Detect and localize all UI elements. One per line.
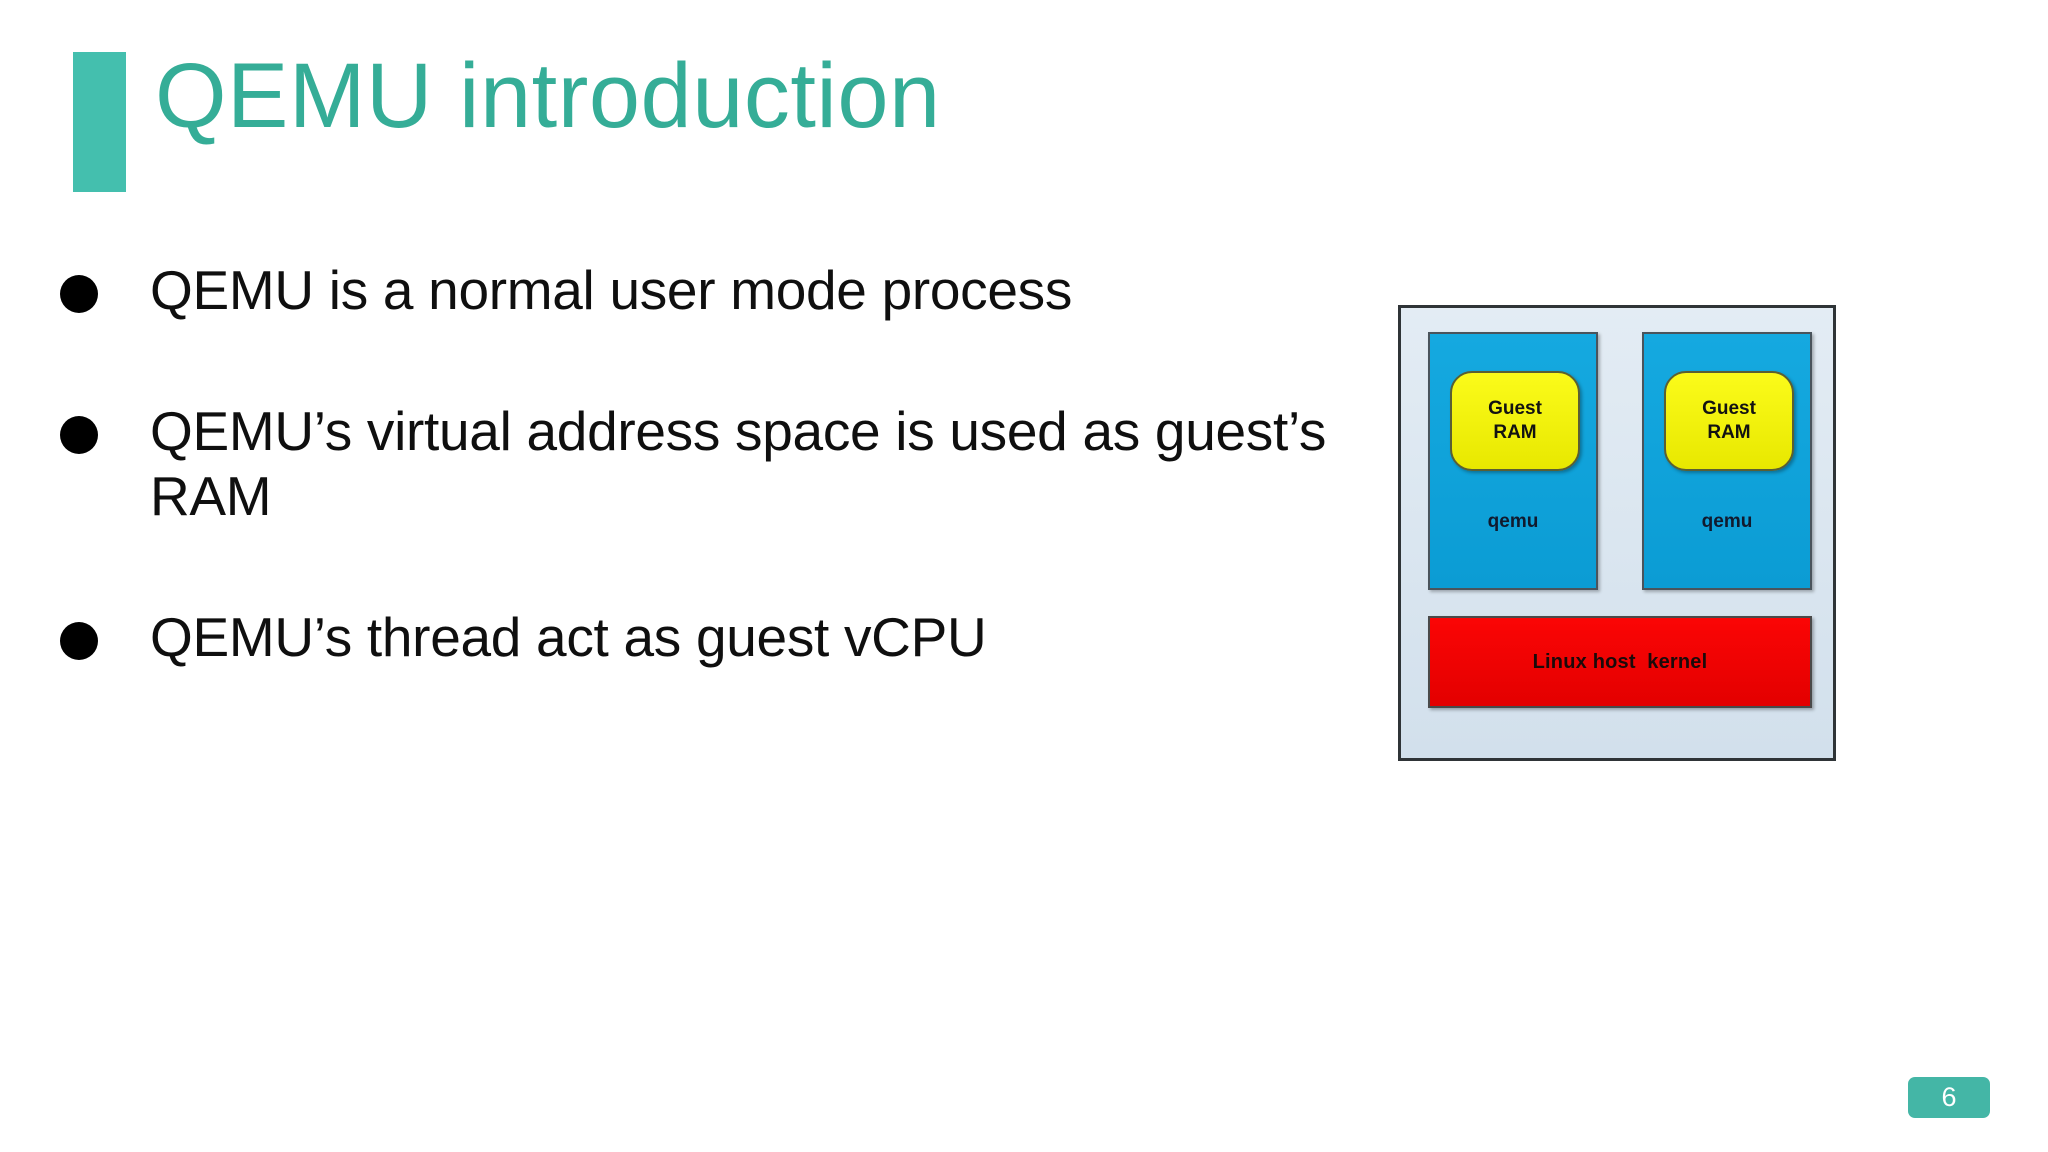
qemu-process-label: qemu xyxy=(1487,511,1539,532)
guest-ram-box: Guest RAM xyxy=(1664,371,1794,471)
bullet-text: QEMU’s virtual address space is used as … xyxy=(150,399,1327,527)
slide-number-label: 6 xyxy=(1941,1082,1957,1112)
bullet-text: QEMU’s thread act as guest vCPU xyxy=(150,605,987,668)
host-kernel-box: Linux host kernel xyxy=(1428,616,1812,708)
qemu-process-label: qemu xyxy=(1701,511,1753,532)
bullet-dot-icon xyxy=(60,415,98,454)
list-item: QEMU is a normal user mode process xyxy=(60,258,1350,323)
vm-row: Guest RAM qemu Guest RAM qemu xyxy=(1428,332,1812,592)
guest-ram-label-line1: Guest xyxy=(1702,397,1756,419)
bullet-dot-icon xyxy=(60,621,98,660)
guest-ram-label-line2: RAM xyxy=(1493,422,1537,443)
qemu-process-box: Guest RAM qemu xyxy=(1642,332,1812,590)
architecture-diagram: Guest RAM qemu Guest RAM qemu Linux host… xyxy=(1398,305,1836,761)
slide-number-badge: 6 xyxy=(1908,1077,1990,1118)
list-item: QEMU’s thread act as guest vCPU xyxy=(60,605,1350,670)
guest-ram-label-line2: RAM xyxy=(1707,422,1751,443)
bullet-text: QEMU is a normal user mode process xyxy=(150,259,1073,321)
bullet-list: QEMU is a normal user mode process QEMU’… xyxy=(60,258,1350,670)
title-accent-bar xyxy=(73,52,126,192)
bullet-dot-icon xyxy=(60,275,98,313)
page-title: QEMU introduction xyxy=(155,45,941,147)
guest-ram-box: Guest RAM xyxy=(1450,371,1580,471)
qemu-process-box: Guest RAM qemu xyxy=(1428,332,1598,590)
host-kernel-label: Linux host kernel xyxy=(1532,650,1708,673)
list-item: QEMU’s virtual address space is used as … xyxy=(60,399,1350,529)
guest-ram-label-line1: Guest xyxy=(1488,397,1542,419)
